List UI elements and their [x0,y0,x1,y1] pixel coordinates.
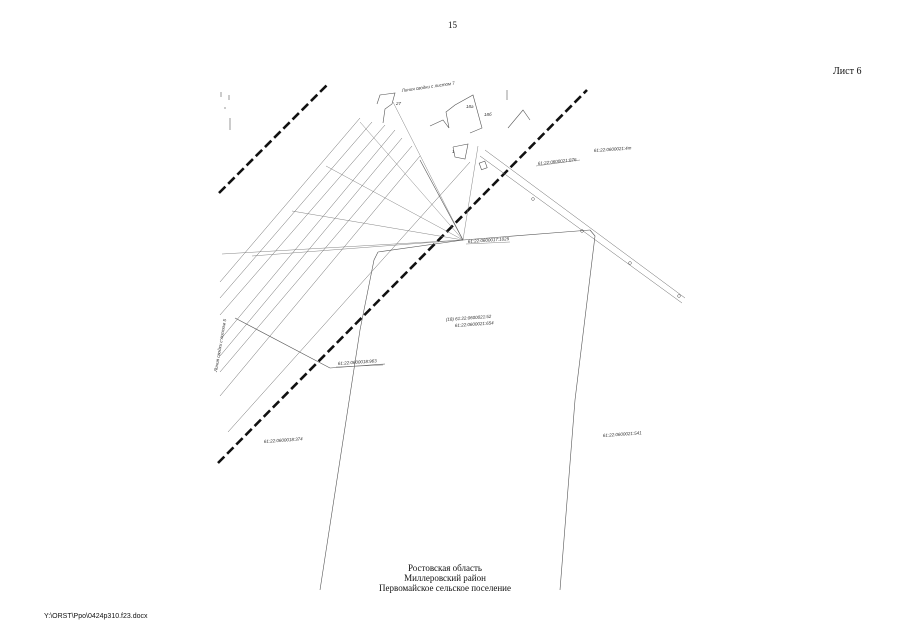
top-parcel-outline [376,90,531,171]
cadastral-number-5: 61:22:0600018:963 [338,358,378,366]
cadastral-number-7: 61:22:0600021:541 [603,430,643,438]
page-number: 15 [448,20,457,30]
document-path: Y:\ORST\Ppo\0424p310.f23.docx [44,613,148,620]
match-line-label-left: Линия сводки с листом 5 [213,318,227,373]
cadastral-number-6: 61:22:0600018:374 [264,436,304,444]
cadastral-number-2: 61:22:0600021:4т [594,145,632,153]
label-leader-lines [335,159,581,368]
cadastral-number-3: 61:22:0600017:1025 [468,236,510,244]
road-corridor-lines [219,117,471,433]
vertex-label-18b: 18б [484,112,492,117]
survey-fan-lines [221,101,479,257]
caption-settlement: Первомайское сельское поселение [379,583,511,593]
cadastral-number-1: 61:22:0600021:876 [538,157,578,166]
vertex-label-18a: 18а [466,104,474,109]
caption-district: Миллеровский район [404,573,486,583]
side-road-lines [479,149,686,304]
cadastral-number-4-line2: 61:22:0600021:654 [455,320,495,328]
sheet-label: Лист 6 [833,66,862,77]
vertex-label-27: 27 [395,101,402,106]
vertex-label-1: 1 [452,149,455,154]
left-edge-marks [220,92,231,130]
boundary-dashed-line-upper [218,83,329,194]
boundary-dashed-line-lower [217,89,588,464]
match-line-label-top: Линия сводки с листом 7 [400,81,455,94]
cadastral-number-4-line1: (18) 61:22:0600021:52 [446,314,492,322]
location-caption: Ростовская область Миллеровский район Пе… [355,563,535,593]
parcel-boundaries [234,159,596,591]
caption-region: Ростовская область [408,563,482,573]
